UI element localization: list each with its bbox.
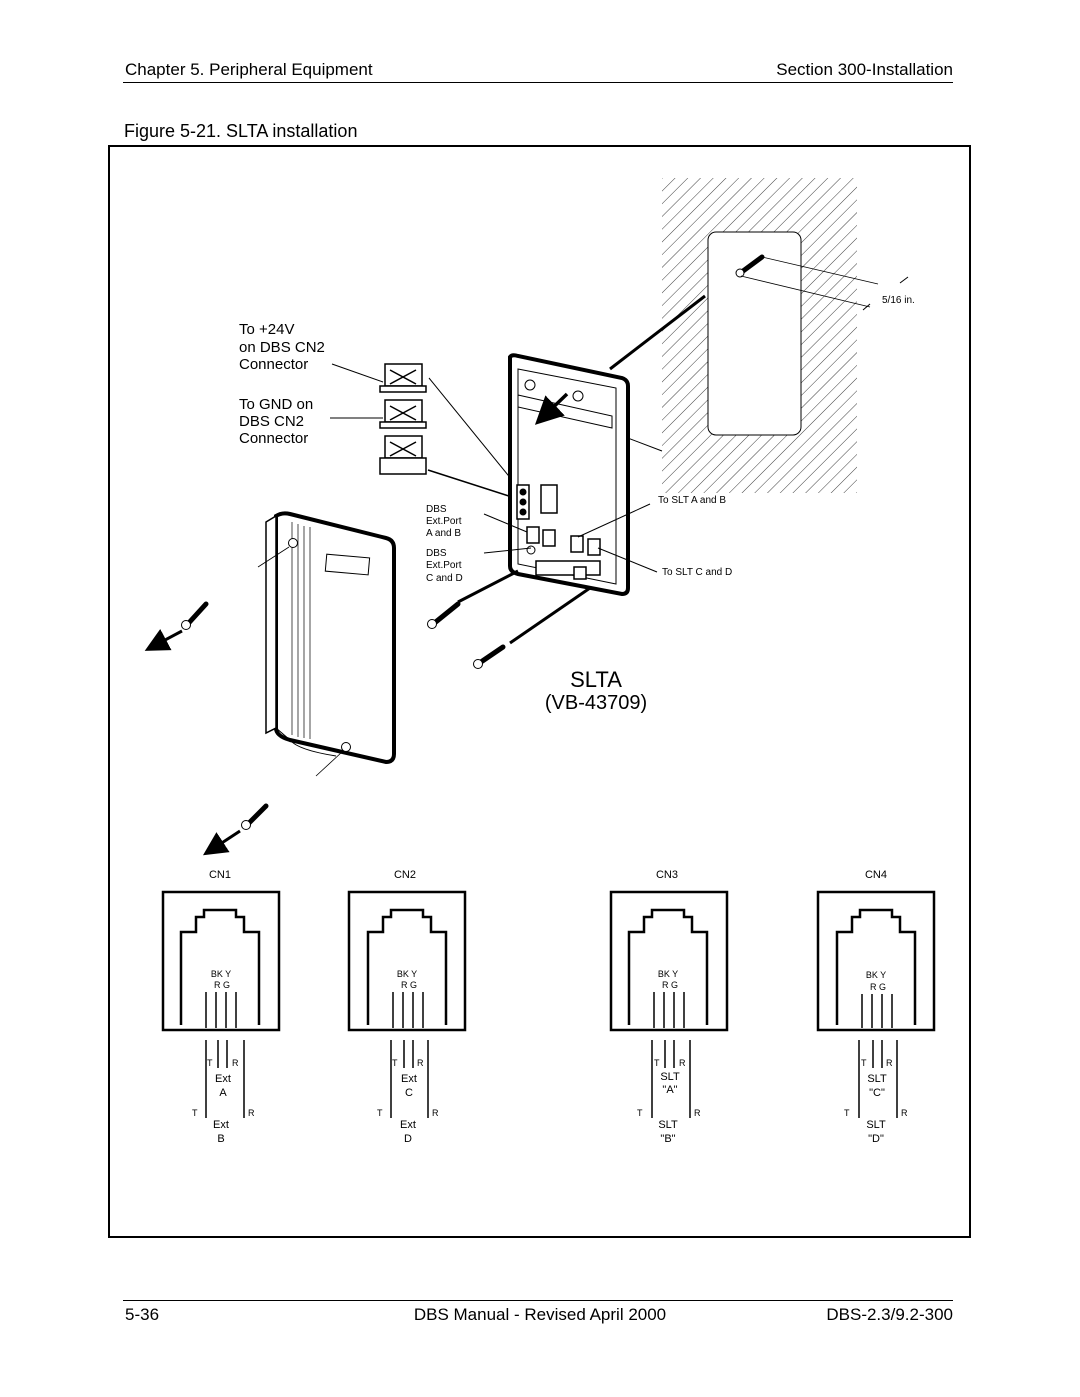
svg-text:R: R [901,1108,908,1118]
terminal-block [330,363,513,498]
cn2-label: CN2 [394,869,416,881]
doc-id: DBS-2.3/9.2-300 [826,1305,953,1324]
svg-text:T: T [192,1108,198,1118]
svg-text:"D": "D" [868,1133,884,1145]
cn3-wires-top: BK Y [658,969,678,979]
cn4-wires-top: BK Y [866,970,886,980]
svg-text:Ext: Ext [401,1073,417,1085]
figure-caption: Figure 5-21. SLTA installation [124,121,358,141]
device-name: SLTA [570,667,622,692]
svg-text:T: T [844,1108,850,1118]
connector-cn3: CN3 BK Y R G T R SLT "A" T R SLT "B" [609,869,729,1145]
page-number: 5-36 [125,1305,160,1324]
svg-text:T: T [377,1108,383,1118]
ext-ab-label: DBS Ext.Port A and B [426,504,464,539]
svg-text:Ext: Ext [215,1073,231,1085]
svg-text:R: R [248,1108,255,1118]
cn2-wires-bottom: R G [401,980,417,990]
svg-text:B: B [217,1133,224,1145]
connector-cn4: CN4 BK Y R G T R SLT "C" T R SLT "D" [816,869,936,1145]
svg-text:SLT: SLT [658,1119,678,1131]
svg-text:"A": "A" [662,1084,677,1096]
svg-text:T: T [861,1058,867,1068]
svg-text:T: T [207,1058,213,1068]
svg-text:T: T [392,1058,398,1068]
cn1-label: CN1 [209,869,231,881]
svg-text:R: R [886,1058,893,1068]
cn4-label: CN4 [865,869,887,881]
cn4-wires-bottom: R G [870,982,886,992]
svg-text:D: D [404,1133,412,1145]
connector-cn1: CN1 BK Y R G T R Ext A T R Ext B [161,869,281,1145]
screw-1 [427,601,461,629]
dimension-label: 5/16 in. [882,295,915,306]
svg-text:C: C [405,1087,413,1099]
slta-base [508,353,630,597]
cn3-wires-bottom: R G [662,980,678,990]
cn2-wires-top: BK Y [397,969,417,979]
svg-text:T: T [654,1058,660,1068]
svg-text:"C": "C" [869,1087,885,1099]
cn3-label: CN3 [656,869,678,881]
wall-hatch [662,178,857,493]
svg-text:R: R [432,1108,439,1118]
svg-text:"B": "B" [660,1133,675,1145]
svg-text:SLT: SLT [866,1119,886,1131]
cn1-wires-top: BK Y [211,969,231,979]
plus24-label: To +24V on DBS CN2 Connector [239,321,329,373]
slt-cd-label: To SLT C and D [662,567,732,578]
svg-text:SLT: SLT [867,1073,887,1085]
svg-text:SLT: SLT [660,1071,680,1083]
cover-screw-1 [144,601,209,651]
cover-screw-2 [202,803,269,856]
slt-ab-label: To SLT A and B [658,495,726,506]
svg-text:R: R [694,1108,701,1118]
connector-cn2: CN2 BK Y R G T R Ext C T R Ext D [347,869,467,1145]
alignment-line-top [609,294,706,371]
gnd-label: To GND on DBS CN2 Connector [239,396,317,447]
figure-frame [108,145,971,1238]
footer-title: DBS Manual - Revised April 2000 [413,1305,667,1324]
svg-text:T: T [637,1108,643,1118]
header-chapter: Chapter 5. Peripheral Equipment [125,60,373,79]
device-model: (VB-43709) [545,692,647,714]
header-section: Section 300-Installation [776,60,953,79]
svg-text:Ext: Ext [213,1119,229,1131]
svg-text:A: A [219,1087,227,1099]
slta-cover [257,511,396,777]
ext-cd-label: DBS Ext.Port C and D [426,548,464,584]
svg-text:Ext: Ext [400,1119,416,1131]
footer-rule [123,1300,953,1301]
cn1-wires-bottom: R G [214,980,230,990]
svg-text:R: R [232,1058,239,1068]
svg-text:R: R [417,1058,424,1068]
svg-text:R: R [679,1058,686,1068]
wall-screw [735,254,909,311]
screw-2 [473,644,506,669]
header-rule [123,82,953,83]
